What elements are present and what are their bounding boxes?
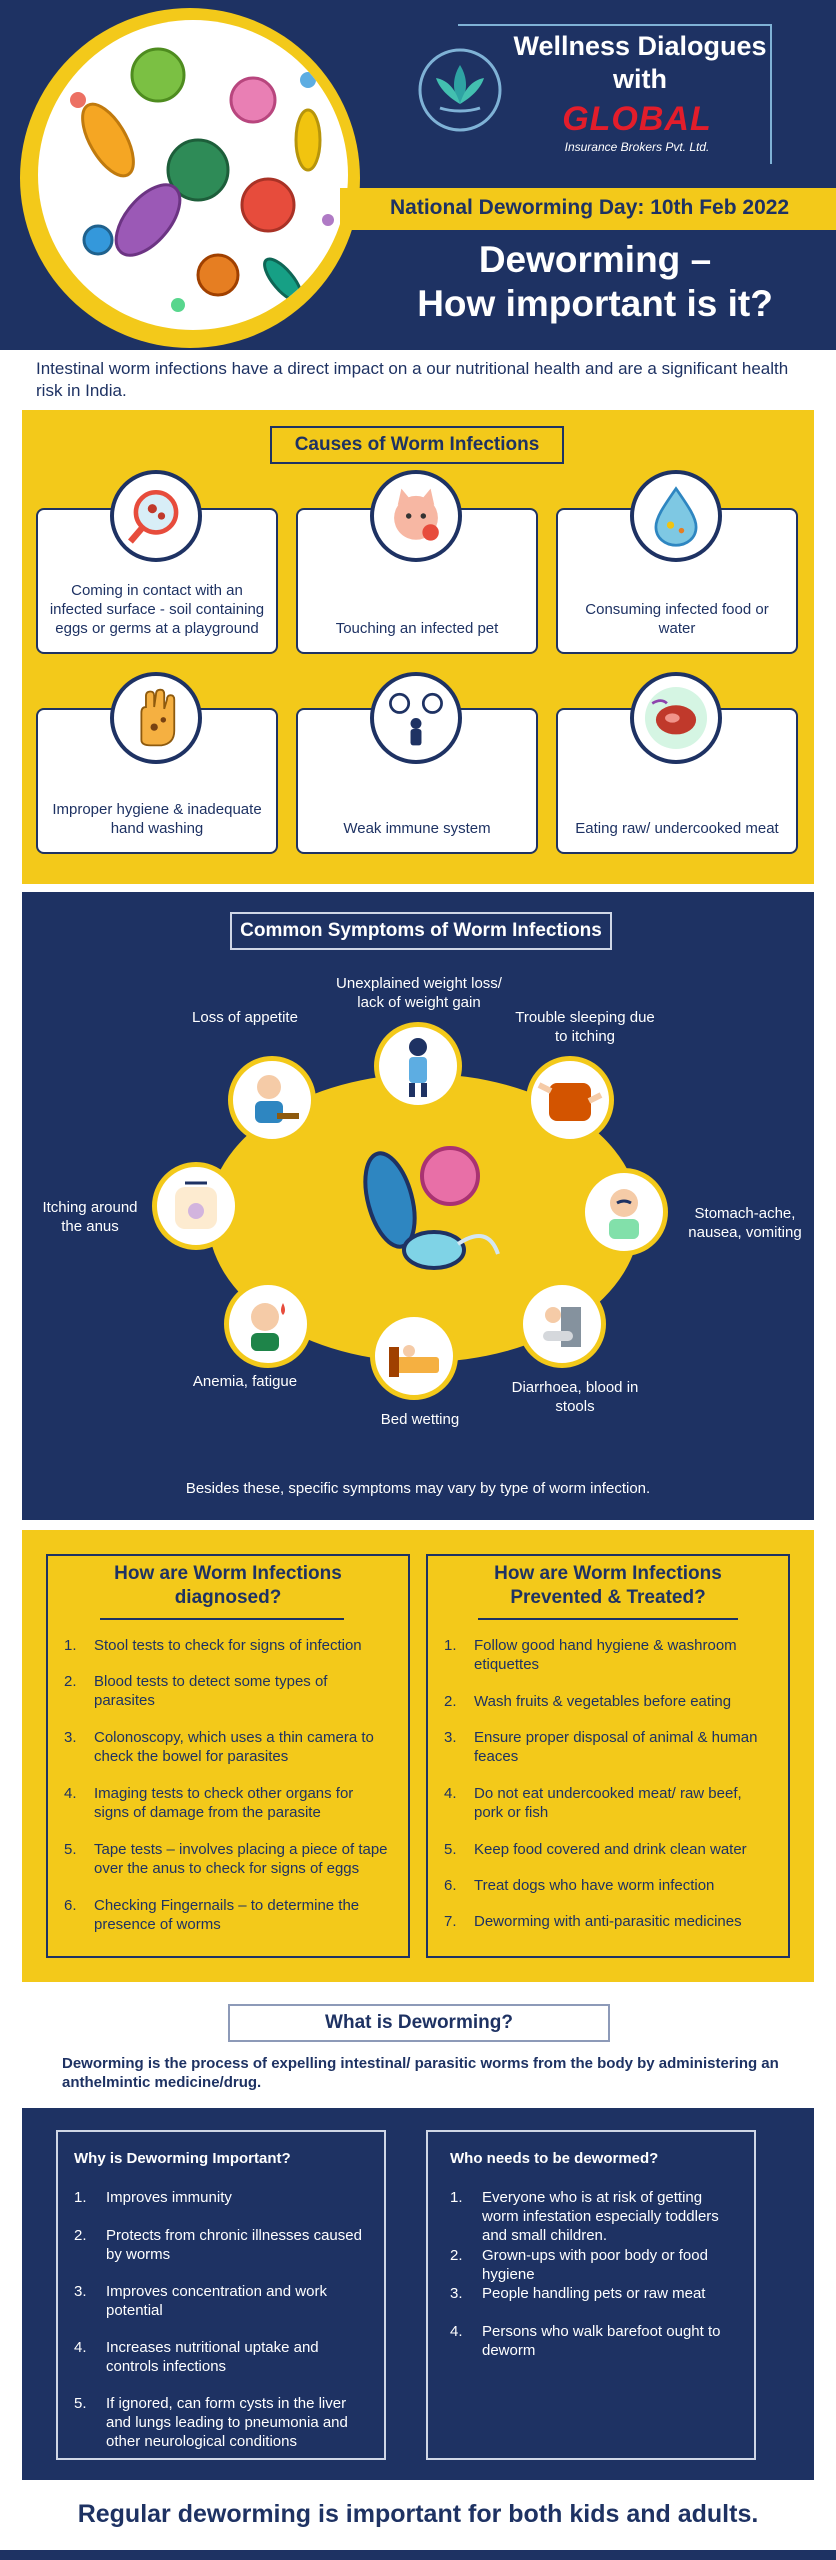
footer-bar (0, 2550, 836, 2560)
list-item-text: If ignored, can form cysts in the liver … (106, 2395, 348, 2450)
what-text: Deworming is the process of expelling in… (62, 2055, 779, 2091)
what-heading: What is Deworming? (228, 2004, 610, 2042)
list-item-text: Treat dogs who have worm infection (474, 1877, 715, 1894)
diagnosed-box (46, 1554, 410, 1958)
title-line-1: Deworming – (478, 239, 712, 280)
why-who-section (22, 2108, 814, 2480)
lotus-logo-icon (410, 40, 510, 140)
cause-text: Touching an infected pet (335, 620, 499, 637)
list-item-text: Ensure proper disposal of animal & human… (474, 1729, 758, 1765)
water-drop-icon (630, 470, 722, 562)
causes-heading: Causes of Worm Infections (270, 426, 564, 464)
list-item-text: Tape tests – involves placing a piece of… (94, 1841, 388, 1877)
list-item-text: Improves concentration and work potentia… (106, 2283, 327, 2319)
cause-text: Weak immune system (343, 820, 491, 837)
list-item-text: Do not eat undercooked meat/ raw beef, p… (474, 1785, 742, 1821)
list-item-text: Improves immunity (106, 2189, 232, 2206)
why-title: Why is Deworming Important? (74, 2150, 291, 2167)
nausea-icon (580, 1168, 668, 1256)
symptoms-heading: Common Symptoms of Worm Infections (230, 912, 612, 950)
itch-icon (152, 1162, 240, 1250)
virus-person-icon (370, 672, 462, 764)
prevented-box (426, 1554, 790, 1958)
raw-meat-icon (630, 672, 722, 764)
intro-text: Intestinal worm infections have a direct… (36, 359, 789, 400)
cause-text: Improper hygiene & inadequate hand washi… (52, 801, 262, 837)
list-item-text: Follow good hand hygiene & washroom etiq… (474, 1637, 737, 1673)
no-food-icon (228, 1056, 316, 1144)
symptom-label: Diarrhoea, blood in stools (511, 1379, 639, 1415)
who-title: Who needs to be dewormed? (450, 2150, 659, 2167)
who-box (426, 2130, 756, 2460)
symptom-label: Bed wetting (380, 1411, 460, 1428)
list-item-text: Grown-ups with poor body or food hygiene (482, 2247, 708, 2283)
symptom-label: Anemia, fatigue (192, 1373, 298, 1390)
toilet-icon (518, 1280, 606, 1368)
cause-text: Coming in contact with an infected surfa… (49, 582, 265, 637)
list-item-text: People handling pets or raw meat (482, 2285, 706, 2302)
global-logo: GLOBAL (562, 100, 712, 138)
dirty-hand-icon (110, 672, 202, 764)
prevented-title: How are Worm Infections Prevented & Trea… (494, 1563, 722, 1608)
page-title: Deworming – How important is it? (370, 238, 820, 326)
weight-loss-icon (374, 1022, 462, 1110)
list-item-text: Keep food covered and drink clean water (474, 1841, 747, 1858)
symptom-label: Unexplained weight loss/ lack of weight … (336, 975, 502, 1011)
list-item-text: Stool tests to check for signs of infect… (94, 1637, 362, 1654)
list-item-text: Persons who walk barefoot ought to dewor… (482, 2323, 721, 2359)
scratching-back-icon (526, 1056, 614, 1144)
diagnosed-list: 1.Stool tests to check for signs of infe… (64, 1636, 404, 1956)
date-banner-band (340, 188, 836, 230)
date-banner: National Deworming Day: 10th Feb 2022 (390, 196, 790, 219)
symptom-label: Stomach-ache, nausea, vomiting (688, 1205, 802, 1241)
divider (478, 1618, 738, 1620)
germs-illustration (38, 20, 348, 330)
symptom-label: Loss of appetite (192, 1009, 298, 1026)
list-item-text: Blood tests to detect some types of para… (94, 1673, 328, 1709)
list-item-text: Colonoscopy, which uses a thin camera to… (94, 1729, 374, 1765)
fatigue-icon (224, 1280, 312, 1368)
divider (100, 1618, 344, 1620)
list-item-text: Wash fruits & vegetables before eating (474, 1693, 732, 1710)
list-item-text: Checking Fingernails – to determine the … (94, 1897, 360, 1933)
why-box (56, 2130, 386, 2460)
symptom-label: Itching around the anus (42, 1199, 138, 1235)
title-line-2: How important is it? (417, 283, 773, 324)
symptom-label: Trouble sleeping due to itching (515, 1009, 655, 1045)
bed-icon (370, 1312, 458, 1400)
brand-subtitle: Insurance Brokers Pvt. Ltd. (564, 140, 710, 154)
footer-message: Regular deworming is important for both … (77, 2500, 759, 2528)
magnifier-germ-icon (110, 470, 202, 562)
brand-frame (458, 24, 772, 164)
symptoms-note: Besides these, specific symptoms may var… (185, 1480, 651, 1497)
prevented-list: 1.Follow good hand hygiene & washroom et… (444, 1636, 784, 1956)
list-item-text: Everyone who is at risk of getting worm … (482, 2189, 719, 2244)
list-item-text: Imaging tests to check other organs for … (94, 1785, 354, 1821)
list-item-text: Increases nutritional uptake and control… (106, 2339, 319, 2375)
diagnosis-prevention-section (22, 1530, 814, 1982)
diagnosed-title: How are Worm Infections diagnosed? (114, 1563, 342, 1608)
list-item-text: Protects from chronic illnesses caused b… (106, 2227, 362, 2263)
list-item-text: Deworming with anti-parasitic medicines (474, 1913, 742, 1930)
cause-text: Consuming infected food or water (585, 601, 769, 637)
brand-title: Wellness Dialogues with (513, 31, 767, 94)
cause-text: Eating raw/ undercooked meat (575, 820, 779, 837)
cat-icon (370, 470, 462, 562)
worm-germs-illustration (338, 1124, 508, 1294)
